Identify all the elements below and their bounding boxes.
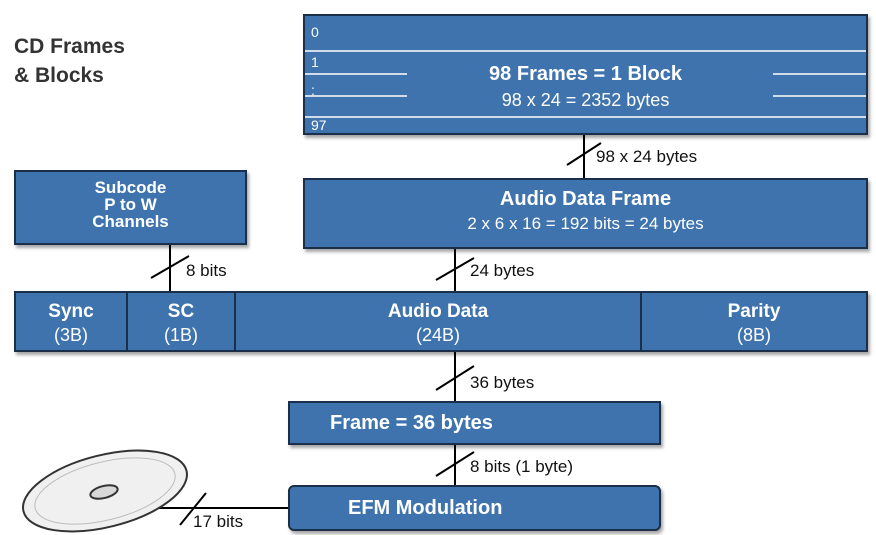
block-row-index: 97	[311, 117, 327, 133]
frame-36-box: Frame = 36 bytes	[288, 401, 661, 445]
block-box: 0 1 : 97 98 Frames = 1 Block 98 x 24 = 2…	[303, 14, 868, 135]
block-subtitle: 98 x 24 = 2352 bytes	[501, 90, 670, 110]
frame-field-sc: SC (1B)	[128, 293, 236, 350]
block-row-lines	[305, 50, 866, 118]
subcode-line-3: Channels	[92, 212, 169, 231]
audio-frame-title: Audio Data Frame	[499, 188, 672, 210]
field-size: (1B)	[163, 325, 198, 345]
field-name: SC	[167, 301, 195, 322]
efm-link-label: 8 bits (1 byte)	[470, 457, 573, 476]
block-link-label: 98 x 24 bytes	[596, 147, 698, 166]
block-row-index: :	[311, 82, 315, 98]
frame-field-audio-data: Audio Data (24B)	[236, 293, 642, 350]
subcode-link-label: 8 bits	[186, 261, 227, 280]
field-size: (24B)	[415, 325, 460, 345]
field-name: Sync	[48, 301, 94, 322]
audio-link-label: 24 bytes	[470, 261, 535, 280]
field-size: (3B)	[53, 325, 88, 345]
frame-field-parity: Parity (8B)	[642, 293, 866, 350]
frame-36-label: Frame = 36 bytes	[330, 412, 493, 434]
title-line-2: & Blocks	[14, 64, 104, 87]
subcode-line-2: P to W	[104, 195, 157, 214]
title-line-1: CD Frames	[14, 35, 125, 58]
frame-field-sync: Sync (3B)	[16, 293, 128, 350]
block-row-index: 0	[311, 24, 319, 40]
disc-link-label: 17 bits	[193, 512, 244, 531]
frame-fields-row: Sync (3B) SC (1B) Audio Data (24B) Parit…	[14, 291, 868, 352]
block-row-index: 1	[311, 54, 319, 70]
efm-modulation-box: EFM Modulation	[288, 485, 661, 531]
audio-data-frame-box: Audio Data Frame 2 x 6 x 16 = 192 bits =…	[303, 178, 868, 249]
field-name: Audio Data	[387, 301, 489, 322]
field-size: (8B)	[736, 325, 771, 345]
diagram-title: CD Frames & Blocks	[14, 32, 125, 90]
audio-frame-subtitle: 2 x 6 x 16 = 192 bits = 24 bytes	[467, 214, 704, 233]
frame-link-label: 36 bytes	[470, 373, 535, 392]
efm-label: EFM Modulation	[348, 497, 503, 519]
block-title: 98 Frames = 1 Block	[489, 63, 682, 85]
field-name: Parity	[727, 301, 781, 322]
subcode-line-1: Subcode	[94, 178, 167, 197]
subcode-box: Subcode P to W Channels	[14, 170, 247, 245]
